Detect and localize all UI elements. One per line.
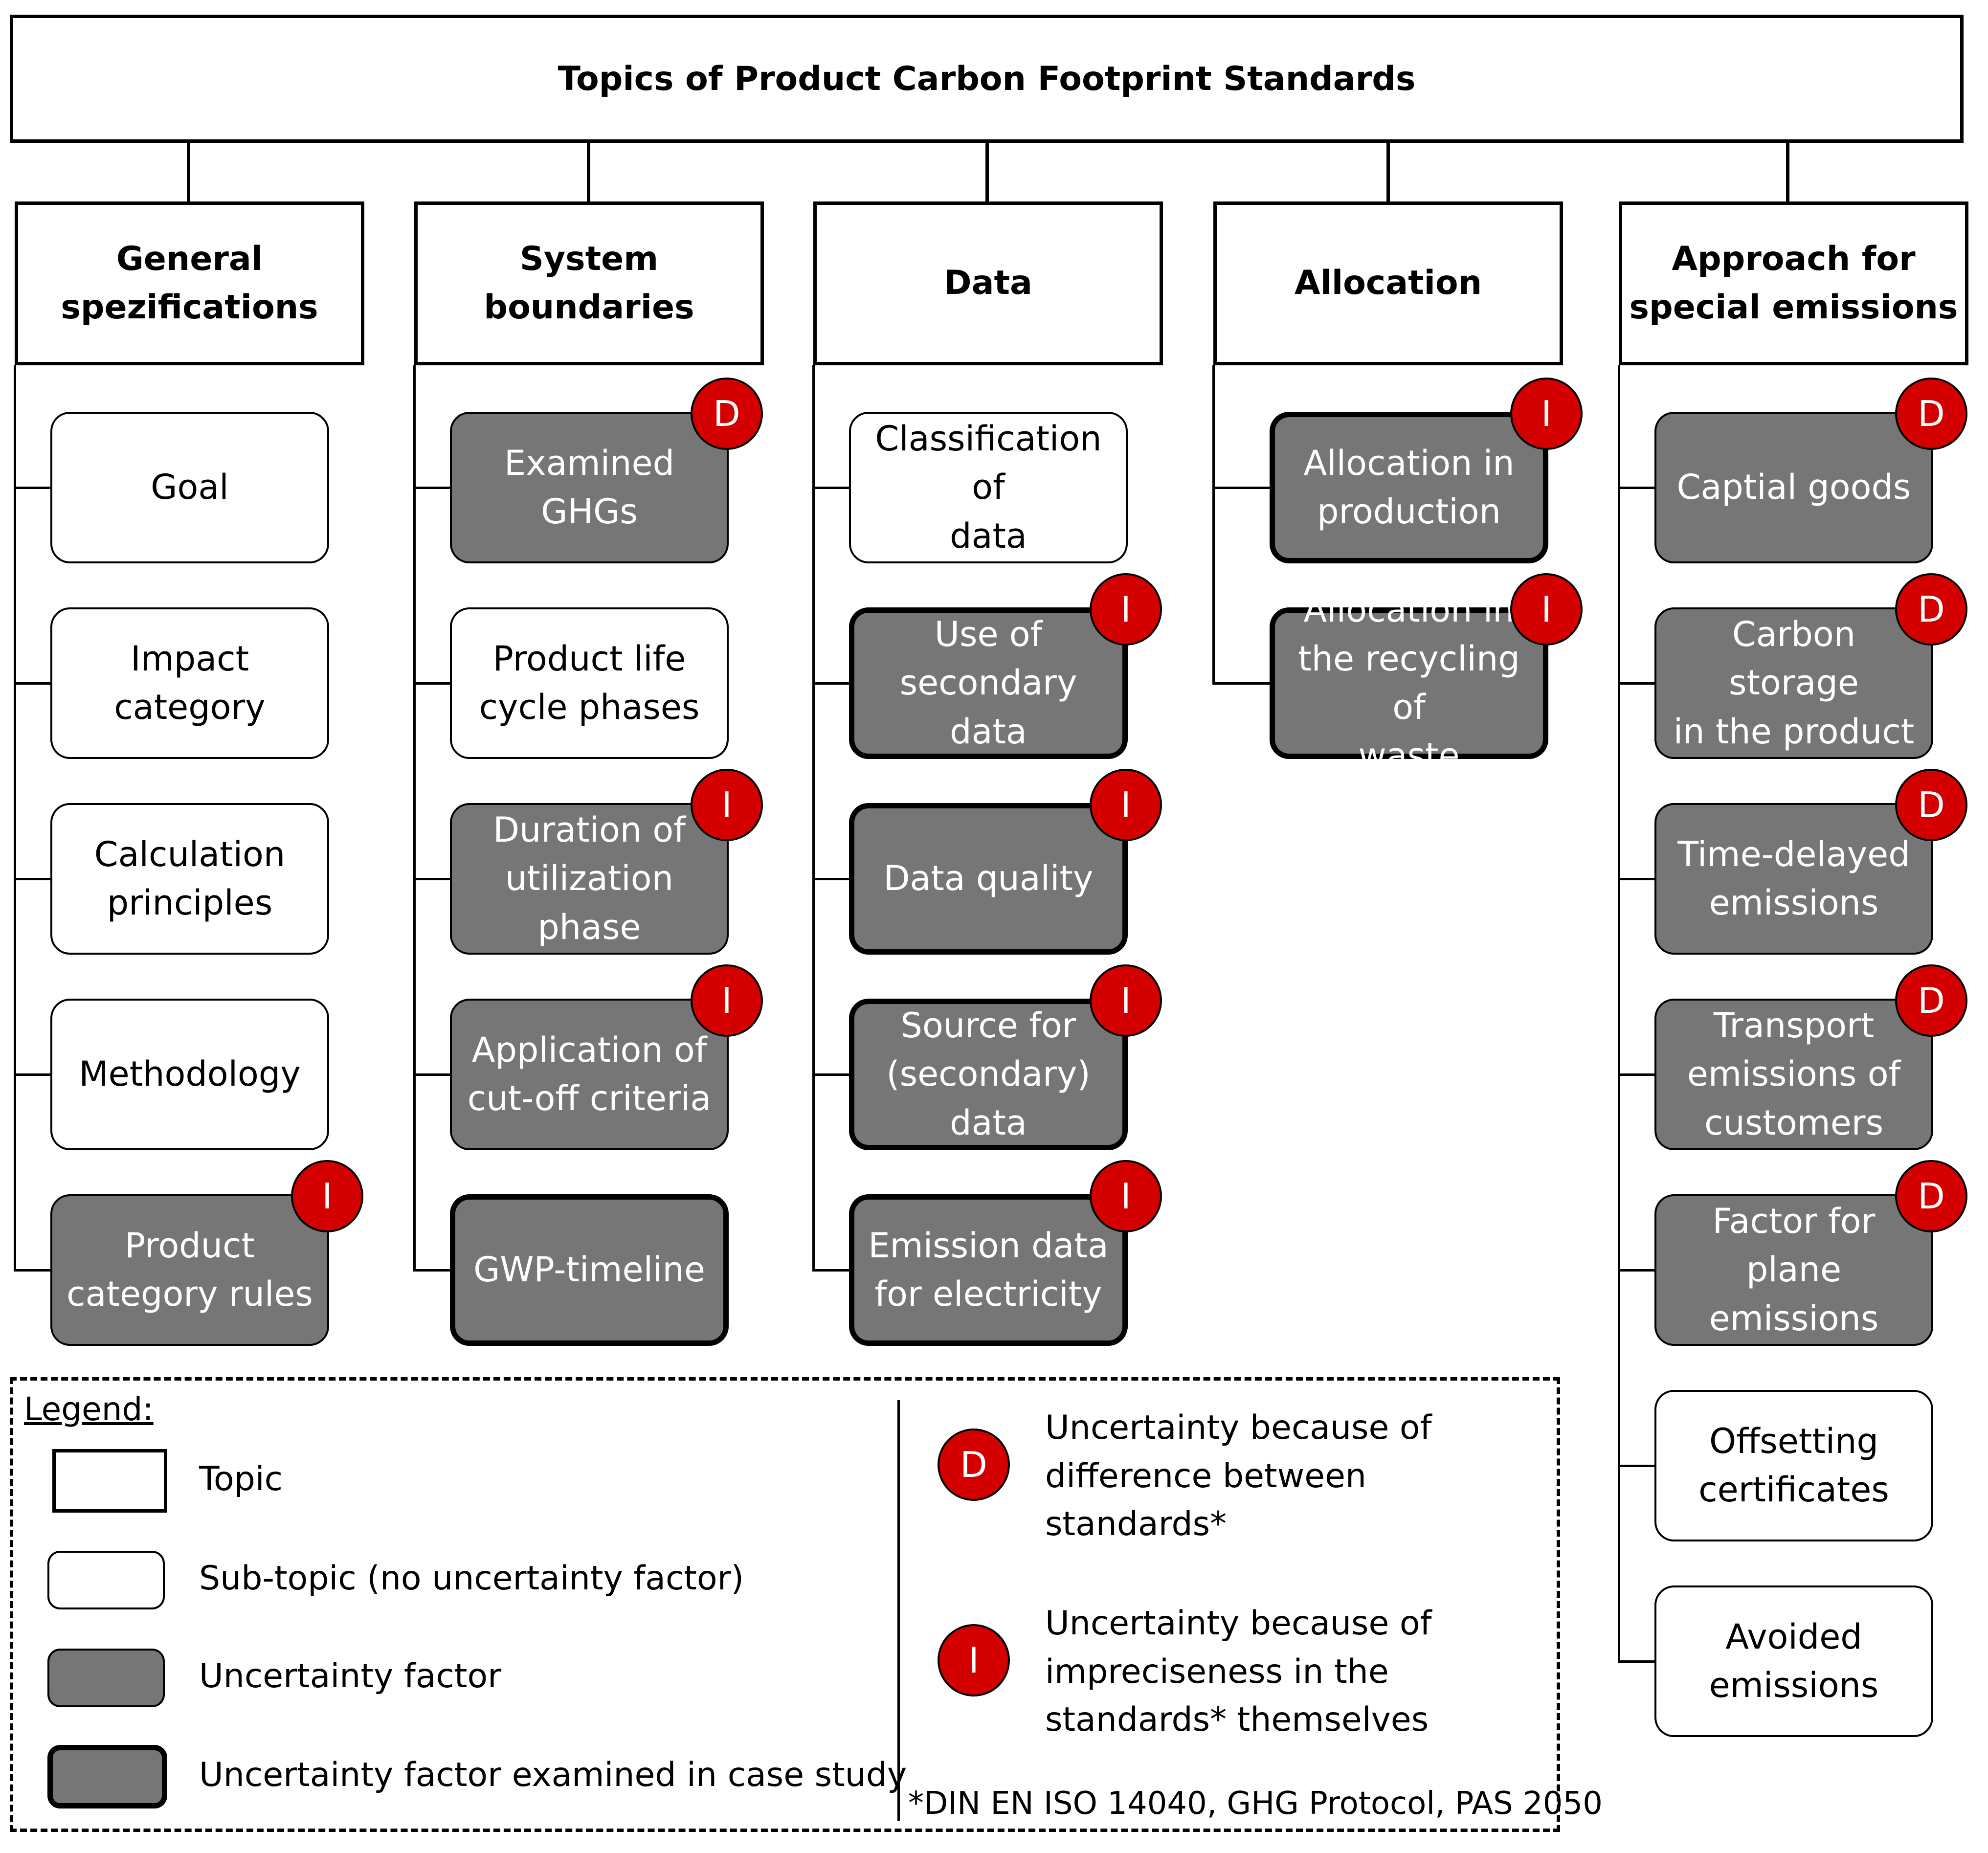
topic-data: Data <box>813 201 1163 365</box>
legend-label: Sub-topic (no uncertainty factor) <box>199 1559 744 1598</box>
branch-line <box>812 682 849 685</box>
badge-d-icon: D <box>691 378 763 450</box>
branch-line <box>413 1073 450 1076</box>
legend-footnote: *DIN EN ISO 14040, GHG Protocol, PAS 205… <box>908 1786 1603 1822</box>
topic-connector-general-spezifications <box>187 143 190 201</box>
subtopic-methodology: Methodology <box>50 999 329 1150</box>
branch-line <box>1618 1269 1654 1272</box>
topic-connector-approach-for-special-emissions <box>1786 143 1789 201</box>
legend-symbol-plain <box>47 1551 165 1609</box>
badge-i-icon: I <box>1090 964 1162 1037</box>
branch-line <box>812 1073 849 1076</box>
branch-line <box>14 878 50 880</box>
branch-line <box>812 487 849 489</box>
branch-line <box>14 682 50 685</box>
branch-line <box>1212 682 1270 685</box>
subtopic-gwp-timeline: GWP-timeline <box>450 1194 729 1346</box>
branch-line <box>14 1073 50 1076</box>
branch-line <box>413 1269 450 1272</box>
legend-badge-i-icon: I <box>938 1624 1010 1697</box>
branch-line <box>413 487 450 489</box>
branch-line <box>1618 1073 1654 1076</box>
subtopic-examined-ghgs: Examined GHGs <box>450 412 729 563</box>
badge-i-icon: I <box>1090 1160 1162 1232</box>
branch-line <box>413 682 450 685</box>
branch-line <box>1618 1465 1654 1467</box>
branch-line <box>1212 487 1270 489</box>
branch-line <box>14 1269 50 1272</box>
topic-trunk-allocation <box>1212 365 1215 685</box>
subtopic-data-quality: Data quality <box>849 803 1128 955</box>
badge-i-icon: I <box>1090 769 1162 841</box>
badge-i-icon: I <box>691 964 763 1037</box>
legend-badge-d-icon: D <box>938 1429 1010 1501</box>
legend-label: Topic <box>199 1460 283 1498</box>
legend-symbol-topic <box>52 1449 167 1513</box>
branch-line <box>1618 1660 1654 1663</box>
branch-line <box>413 878 450 880</box>
topic-connector-data <box>985 143 989 201</box>
topic-connector-system-boundaries <box>587 143 590 201</box>
diagram-title: Topics of Product Carbon Footprint Stand… <box>10 15 1964 143</box>
subtopic-source-for-secondary-data: Source for(secondary)data <box>849 999 1128 1150</box>
legend-symbol-uncertainty <box>47 1649 165 1707</box>
topic-trunk-approach-for-special-emissions <box>1618 365 1620 1663</box>
badge-d-icon: D <box>1895 769 1967 841</box>
topic-trunk-data <box>812 365 815 1272</box>
badge-d-icon: D <box>1895 378 1967 450</box>
topic-allocation: Allocation <box>1213 201 1563 365</box>
badge-i-icon: I <box>291 1160 363 1232</box>
branch-line <box>1618 878 1654 880</box>
branch-line <box>1618 682 1654 685</box>
legend-divider <box>897 1400 900 1821</box>
subtopic-captial-goods: Captial goods <box>1654 412 1933 563</box>
badge-d-icon: D <box>1895 1160 1967 1232</box>
badge-d-icon: D <box>1895 573 1967 646</box>
topic-trunk-system-boundaries <box>413 365 416 1272</box>
branch-line <box>1618 487 1654 489</box>
legend-label: Uncertainty factor <box>199 1657 502 1696</box>
topic-system-boundaries: System boundaries <box>414 201 764 365</box>
badge-i-icon: I <box>1510 378 1583 450</box>
legend-label: Uncertainty factor examined in case stud… <box>199 1756 907 1794</box>
branch-line <box>812 1269 849 1272</box>
badge-i-icon: I <box>1510 573 1583 646</box>
subtopic-goal: Goal <box>50 412 329 563</box>
branch-line <box>14 487 50 489</box>
badge-d-icon: D <box>1895 964 1967 1037</box>
badge-i-icon: I <box>1090 573 1162 646</box>
topic-connector-allocation <box>1386 143 1390 201</box>
topic-trunk-general-spezifications <box>14 365 16 1272</box>
legend-symbol-case_study <box>47 1745 167 1808</box>
branch-line <box>812 878 849 880</box>
badge-i-icon: I <box>691 769 763 841</box>
legend-title: Legend: <box>24 1390 154 1428</box>
